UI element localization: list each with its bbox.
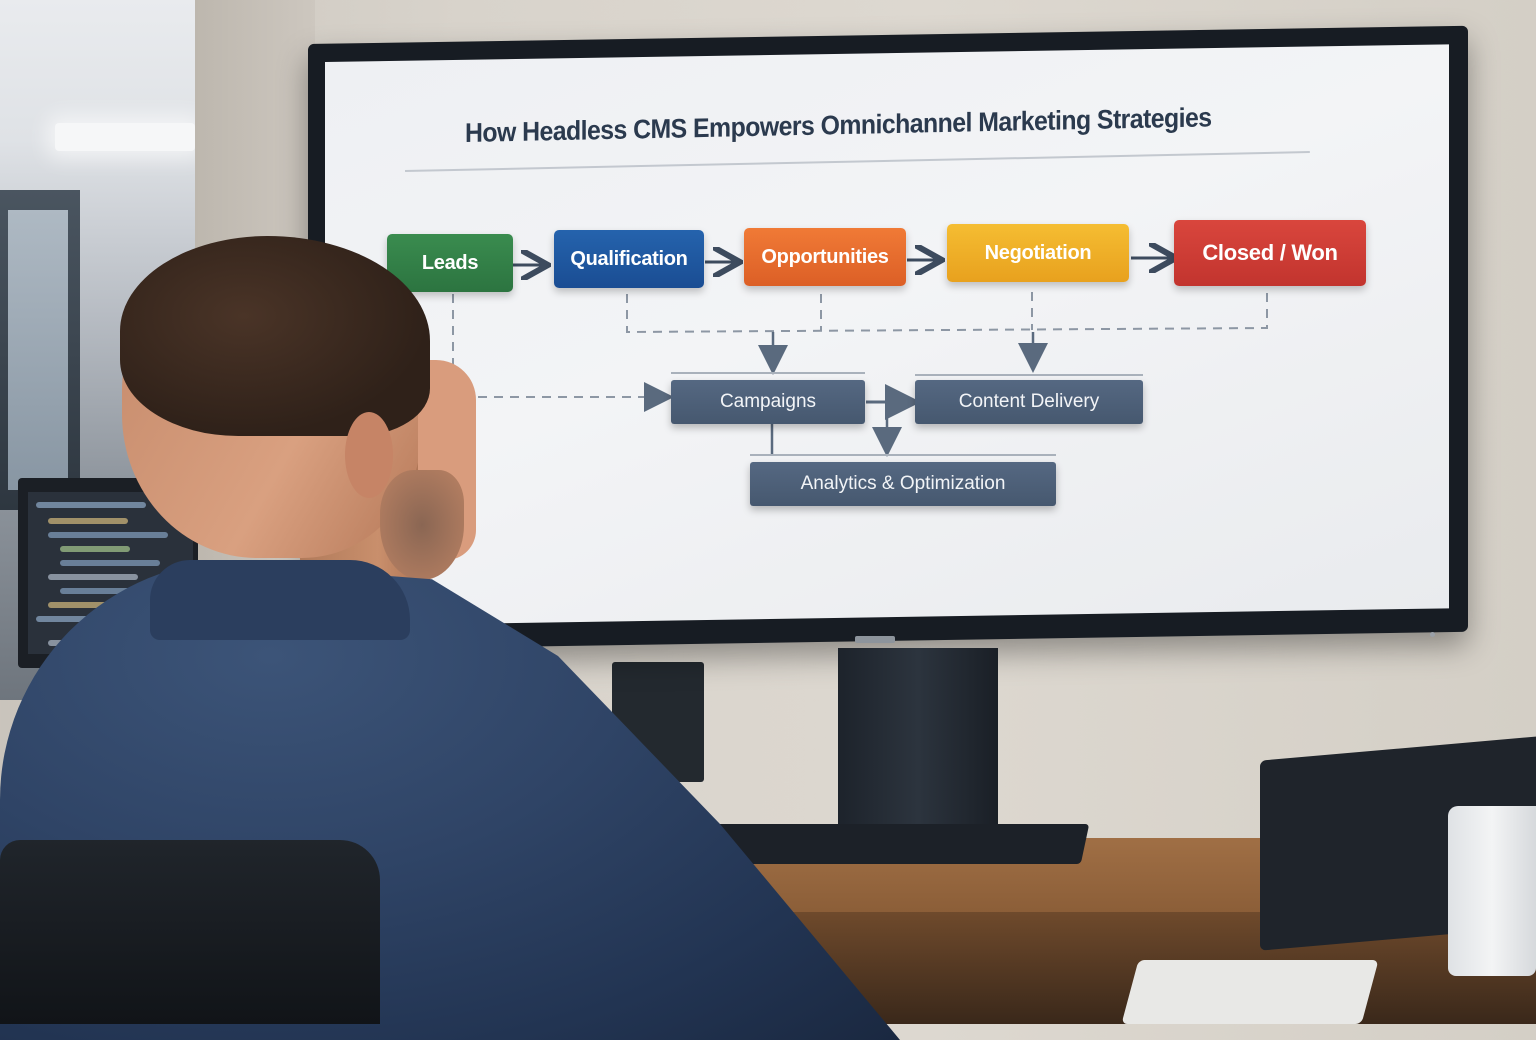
- tv-power-led: [1430, 632, 1435, 637]
- stage-label: Leads: [421, 251, 479, 274]
- hub-content-delivery: Content Delivery: [915, 380, 1143, 424]
- stage-label: Closed / Won: [1202, 240, 1338, 265]
- office-chair: [0, 840, 380, 1024]
- hub-rule: [671, 372, 865, 374]
- stage-leads: Leads: [387, 234, 513, 292]
- white-mug: [1448, 806, 1536, 976]
- hub-label: Analytics & Optimization: [800, 473, 1006, 494]
- window-glass: [8, 210, 68, 490]
- tv-stand: [838, 648, 998, 830]
- hub-campaigns: Campaigns: [671, 380, 865, 424]
- hub-analytics-optimization: Analytics & Optimization: [750, 462, 1056, 506]
- stage-negotiation: Negotiation: [947, 224, 1129, 282]
- stage-label: Opportunities: [761, 245, 889, 268]
- tv-logo: [855, 636, 895, 643]
- ceiling-light: [55, 123, 195, 151]
- hub-label: Campaigns: [719, 391, 817, 412]
- hub-label: Content Delivery: [958, 391, 1100, 412]
- stage-closed-won: Closed / Won: [1174, 220, 1366, 286]
- keyboard: [1121, 960, 1379, 1024]
- person-hair: [120, 236, 430, 436]
- stage-label: Qualification: [570, 247, 688, 270]
- hub-rule: [750, 454, 1056, 456]
- shirt-collar: [150, 560, 410, 640]
- tv-stand-base: [695, 824, 1090, 864]
- hub-rule: [915, 374, 1143, 376]
- stage-opportunities: Opportunities: [744, 228, 906, 286]
- diagram-connectors: [452, 62, 1268, 457]
- person-beard: [380, 470, 464, 580]
- person-ear: [345, 412, 393, 498]
- pipeline-diagram: How Headless CMS Empowers Omnichannel Ma…: [325, 62, 1449, 626]
- stage-label: Negotiation: [984, 241, 1092, 264]
- stage-qualification: Qualification: [554, 230, 704, 288]
